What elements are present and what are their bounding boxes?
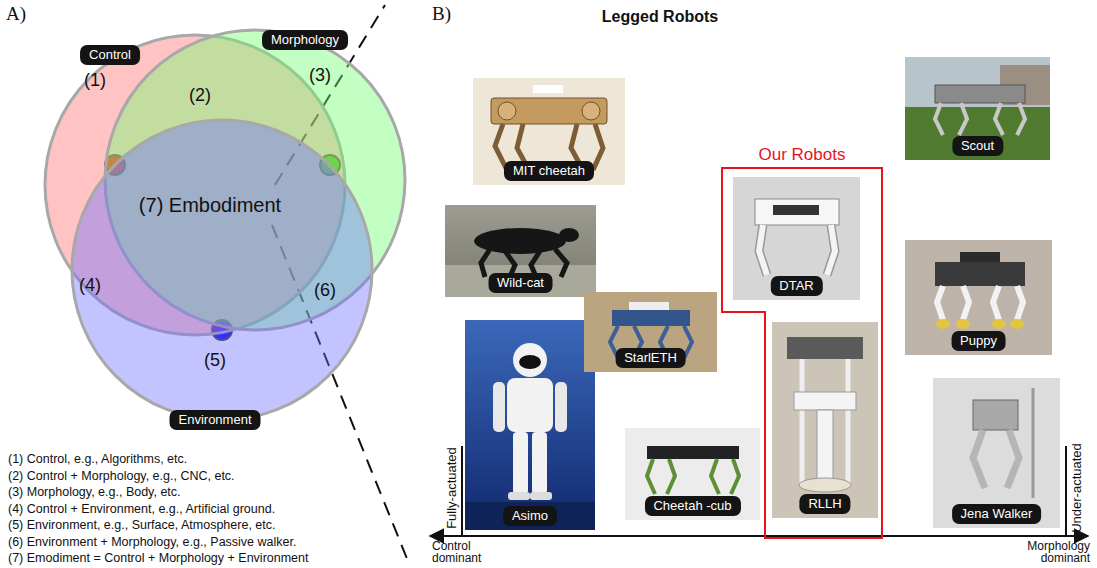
region-number: (4) — [79, 275, 101, 296]
circle-tag: Environment — [170, 410, 261, 430]
jena-walker-photo — [933, 378, 1060, 528]
key-line: (7) Emodiment = Control + Morphology + E… — [8, 551, 309, 565]
robot-photo: Asimo — [465, 320, 595, 530]
group-outline — [718, 145, 886, 542]
environment-circle: Environment — [69, 117, 375, 423]
key-line: (5) Environment, e.g., Surface, Atmosphe… — [8, 518, 276, 532]
robot-tag: Jena Walker — [952, 504, 1042, 524]
key-line: (4) Control + Environment, e.g., Artific… — [8, 502, 275, 516]
robot-tag: Wild-cat — [488, 273, 553, 293]
key-line: (6) Environment + Morphology, e.g., Pass… — [8, 535, 296, 549]
our-robots-outline: Our RobotsDTAR RLLH — [718, 145, 886, 542]
circle-tag: Morphology — [262, 30, 348, 50]
panel-letter: B) — [432, 3, 451, 25]
robot-photo: MIT cheetah — [473, 78, 625, 185]
axis-label: Control dominant — [432, 540, 492, 564]
robot-tag: RLLH — [799, 494, 850, 514]
cheetah-cub-photo — [625, 428, 760, 520]
robot-photo: Jena Walker — [933, 378, 1060, 528]
figure-title: Legged Robots — [602, 8, 718, 26]
robot-photo: DTAR — [733, 177, 860, 300]
key-line: (3) Morphology, e.g., Body, etc. — [8, 485, 181, 499]
scout-photo — [905, 57, 1050, 160]
key-line: (1) Control, e.g., Algorithms, etc. — [8, 452, 187, 466]
robot-tag: DTAR — [770, 276, 822, 296]
axis-end-label: Under-actuated — [1070, 443, 1085, 533]
group-heading: Our Robots — [718, 145, 886, 165]
region-number: (1) — [84, 70, 106, 91]
circle-shape — [69, 117, 375, 423]
robot-photo: Cheetah -cub — [625, 428, 760, 520]
asimo-photo — [465, 320, 595, 530]
region-number: (6) — [314, 280, 336, 301]
dtar-photo — [733, 177, 860, 300]
robot-tag: Cheetah -cub — [644, 496, 740, 516]
mit-cheetah-photo — [473, 78, 625, 185]
robot-tag: Puppy — [951, 331, 1006, 351]
axis-label: Morphology dominant — [1010, 540, 1090, 564]
circle-tag: Control — [80, 45, 140, 65]
region-number: (2) — [189, 85, 211, 106]
region-number: (5) — [204, 350, 226, 371]
robot-photo: Scout — [905, 57, 1050, 160]
robot-photo: StarlETH — [584, 292, 717, 372]
group-border — [722, 168, 882, 538]
panel-letter: A) — [6, 3, 26, 25]
wild-cat-photo — [445, 205, 596, 297]
circle-outline — [72, 120, 372, 420]
rllh-photo — [772, 322, 878, 518]
starleth-photo — [584, 292, 717, 372]
robot-photo: Puppy — [905, 240, 1052, 355]
key-line: (2) Control + Morphology, e.g., CNC, etc… — [8, 469, 235, 483]
robot-tag: StarlETH — [615, 348, 686, 368]
robot-photo: Wild-cat — [445, 205, 596, 297]
robot-photo: RLLH — [772, 322, 878, 518]
robot-tag: MIT cheetah — [504, 161, 594, 181]
puppy-photo — [905, 240, 1052, 355]
region-number: (3) — [309, 65, 331, 86]
region-number: (7) Embodiment — [139, 194, 281, 217]
axis-end-label: Fully-actuated — [445, 447, 460, 529]
robot-tag: Scout — [952, 136, 1003, 156]
robot-tag: Asimo — [503, 506, 557, 526]
